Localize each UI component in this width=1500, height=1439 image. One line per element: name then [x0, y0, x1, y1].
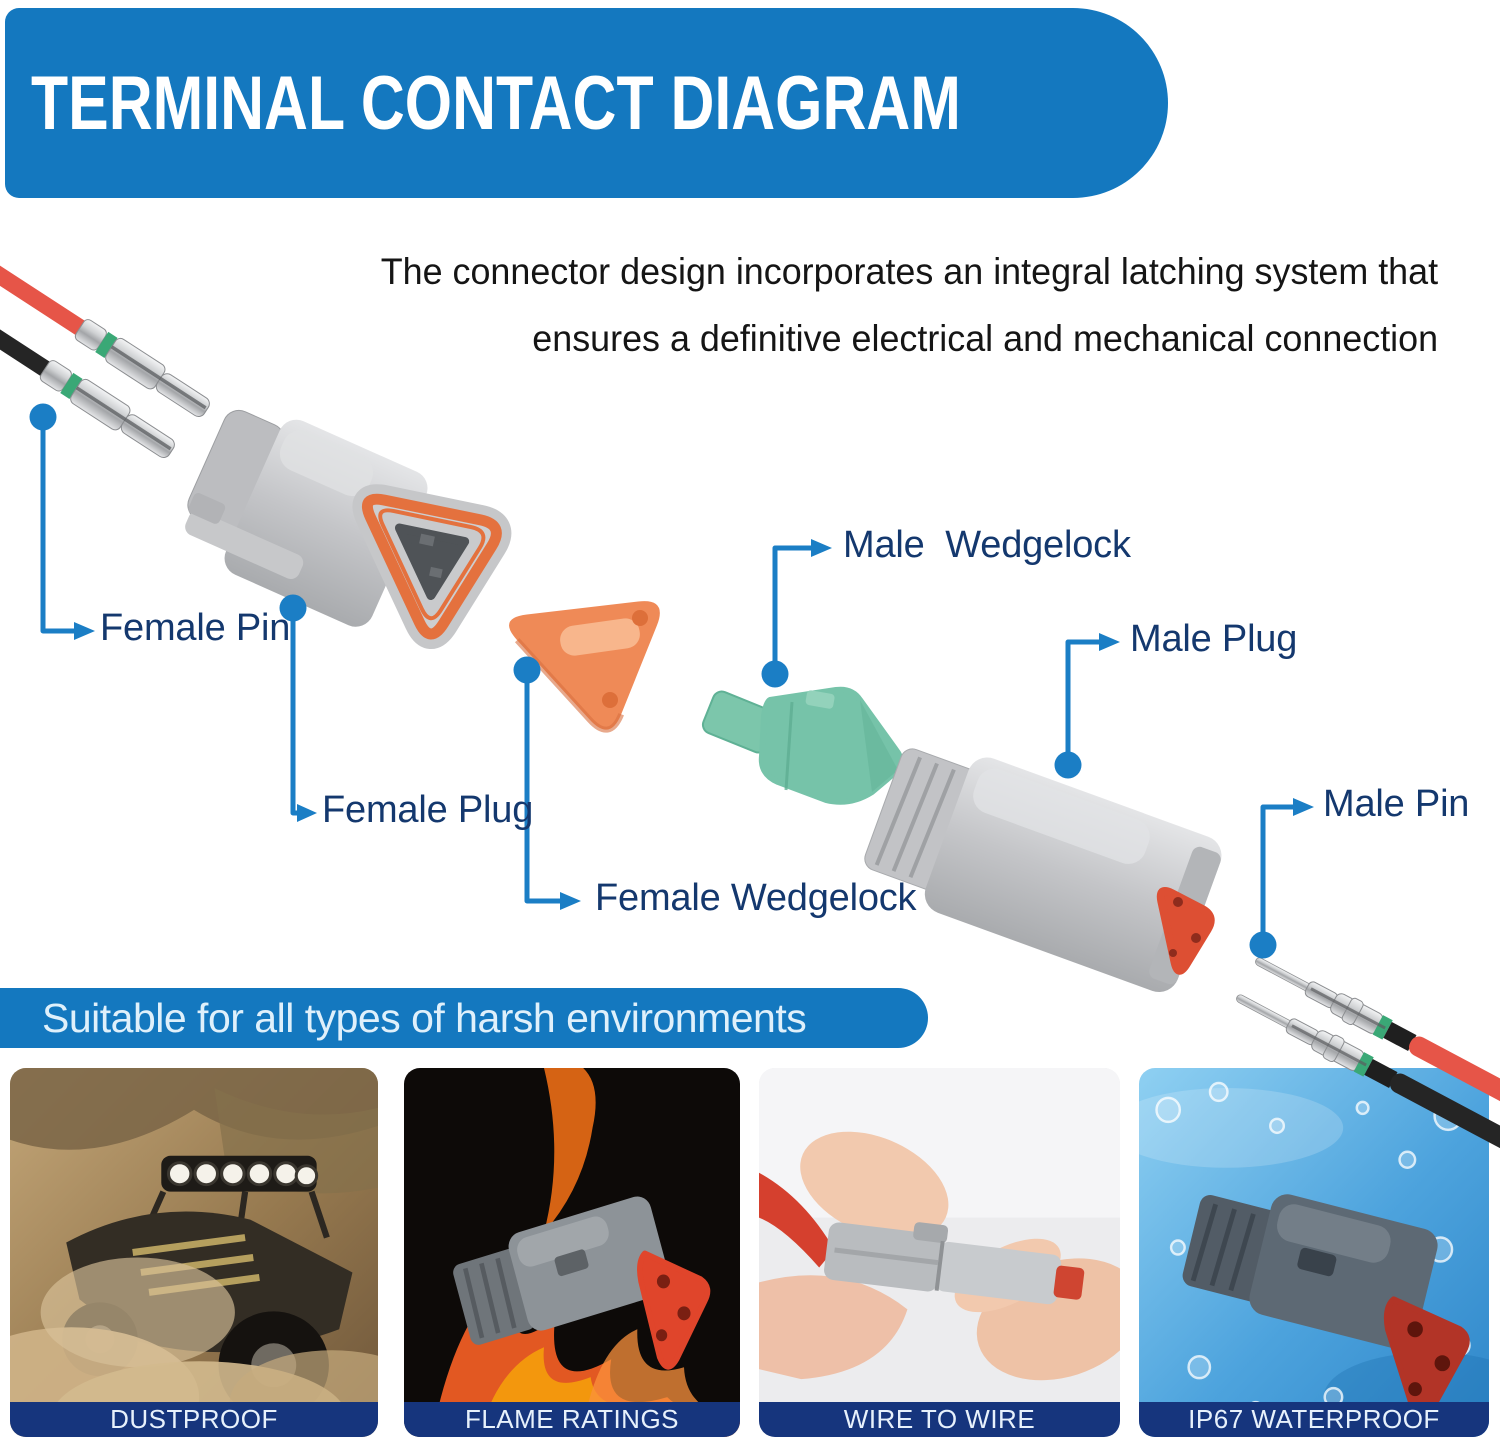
callout-lines: [40, 414, 1296, 948]
male-wedgelock-illustration: [701, 686, 904, 805]
female-pin-wires-illustration: [0, 163, 215, 464]
male-plug-illustration: [864, 748, 1222, 993]
photo-caption: FLAME RATINGS: [404, 1402, 740, 1437]
label-male-pin: Male Pin: [1323, 783, 1470, 825]
callout-dot-male-plug: [1054, 751, 1082, 779]
callout-dots: [29, 403, 1314, 959]
wire-to-wire-photo-art: [759, 1068, 1120, 1437]
photo-flame-ratings: FLAME RATINGS: [404, 1068, 740, 1437]
arrow-right-icon: [297, 804, 317, 822]
description-line-2: ensures a definitive electrical and mech…: [532, 318, 1438, 359]
callout-line-male-wedgelock: [772, 545, 814, 677]
callout-line-female-plug: [290, 605, 300, 816]
female-plug-illustration: [185, 409, 512, 649]
photo-dustproof: DUSTPROOF: [10, 1068, 378, 1437]
photo-caption: DUSTPROOF: [10, 1402, 378, 1437]
photo-caption: IP67 WATERPROOF: [1139, 1402, 1489, 1437]
photo-ip67-waterproof: IP67 WATERPROOF: [1139, 1068, 1489, 1437]
page-title: TERMINAL CONTACT DIAGRAM: [31, 60, 961, 146]
arrow-right-icon: [74, 622, 95, 640]
flame-photo-art: [404, 1068, 740, 1437]
title-banner: TERMINAL CONTACT DIAGRAM: [5, 8, 1168, 198]
callout-line-female-wedgelock: [524, 667, 563, 904]
label-male-plug: Male Plug: [1130, 618, 1298, 660]
label-female-plug: Female Plug: [322, 789, 534, 831]
callout-line-male-plug: [1065, 639, 1102, 768]
arrow-right-icon: [1293, 798, 1314, 816]
callout-dot-female-pin: [29, 403, 57, 431]
description-line-1: The connector design incorporates an int…: [380, 251, 1438, 292]
waterproof-photo-art: [1139, 1068, 1489, 1437]
label-female-pin: Female Pin: [100, 607, 291, 649]
callout-dot-male-pin: [1249, 931, 1277, 959]
arrow-right-icon: [811, 539, 832, 557]
description-text: The connector design incorporates an int…: [381, 238, 1438, 372]
callout-dot-female-wedgelock: [513, 656, 541, 684]
callout-dot-male-wedgelock: [761, 660, 789, 688]
photo-caption: WIRE TO WIRE: [759, 1402, 1120, 1437]
photo-wire-to-wire: WIRE TO WIRE: [759, 1068, 1120, 1437]
callout-line-male-pin: [1260, 804, 1296, 948]
label-male-wedgelock: Male Wedgelock: [843, 524, 1131, 566]
callout-line-female-pin: [40, 414, 77, 634]
arrow-right-icon: [560, 892, 581, 910]
dustproof-photo-art: [10, 1068, 378, 1437]
environments-banner: Suitable for all types of harsh environm…: [0, 988, 928, 1048]
label-female-wedgelock: Female Wedgelock: [595, 877, 917, 919]
arrow-right-icon: [1099, 633, 1120, 651]
female-wedgelock-illustration: [509, 601, 660, 733]
environments-banner-text: Suitable for all types of harsh environm…: [42, 994, 807, 1041]
